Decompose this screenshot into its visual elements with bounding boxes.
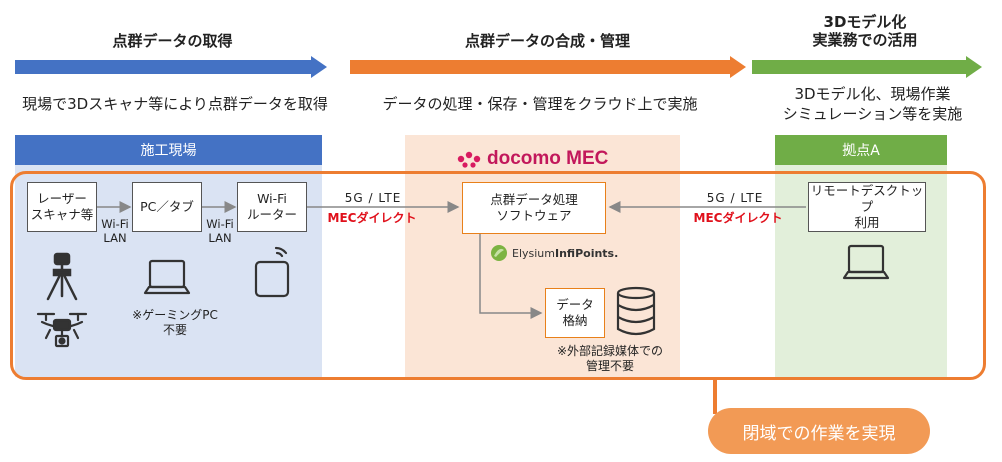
docomo-mec-logo: docomo MEC xyxy=(455,147,645,171)
database-icon xyxy=(616,286,656,336)
phase-desc-processing: データの処理・保存・管理をクラウド上で実施 xyxy=(382,95,698,113)
lte-label-left: 5G / LTE xyxy=(344,191,402,205)
flower-logo-icon xyxy=(457,151,481,168)
phase-title-acquisition: 点群データの取得 xyxy=(112,32,233,50)
phase-arrow-green xyxy=(752,56,982,78)
data-storage-node: データ格納 xyxy=(545,288,605,338)
drone-icon xyxy=(36,312,88,348)
tripod-scanner-icon xyxy=(46,252,78,301)
phase-title-utilization: 3Dモデル化 実業務での活用 xyxy=(812,13,918,49)
site-band-header: 施工現場 xyxy=(15,135,322,165)
base-band-header: 拠点A xyxy=(775,135,947,165)
leaf-logo-icon xyxy=(491,245,507,261)
closed-network-badge: 閉域での作業を実現 xyxy=(708,408,930,454)
laser-scanner-node: レーザースキャナ等 xyxy=(27,182,97,232)
phase-desc-acquisition: 現場で3Dスキャナ等により点群データを取得 xyxy=(22,95,328,113)
phase-desc-utilization: 3Dモデル化、現場作業 シミュレーション等を実施 xyxy=(782,85,963,123)
elysium-logo: Elysium InfiPoints. xyxy=(490,242,630,264)
base-region xyxy=(775,135,947,377)
badge-connector xyxy=(713,380,717,414)
mec-direct-label-left: MECダイレクト xyxy=(327,211,417,225)
external-media-note: ※外部記録媒体での管理不要 xyxy=(556,344,664,373)
lte-label-right: 5G / LTE xyxy=(706,191,764,205)
laptop-icon xyxy=(842,244,890,280)
mec-region xyxy=(405,135,680,377)
phase-arrow-blue xyxy=(15,56,327,78)
phase-title-processing: 点群データの合成・管理 xyxy=(464,32,630,50)
closed-network-outline xyxy=(10,171,986,380)
pc-tablet-node: PC／タブ xyxy=(132,182,202,232)
phase-arrow-orange xyxy=(350,56,746,78)
laptop-icon xyxy=(143,259,191,295)
point-cloud-software-node: 点群データ処理ソフトウェア xyxy=(462,182,606,234)
tablet-wifi-icon xyxy=(254,246,290,298)
mec-direct-label-right: MECダイレクト xyxy=(693,211,783,225)
remote-desktop-node: リモートデスクトップ利用 xyxy=(808,182,926,232)
